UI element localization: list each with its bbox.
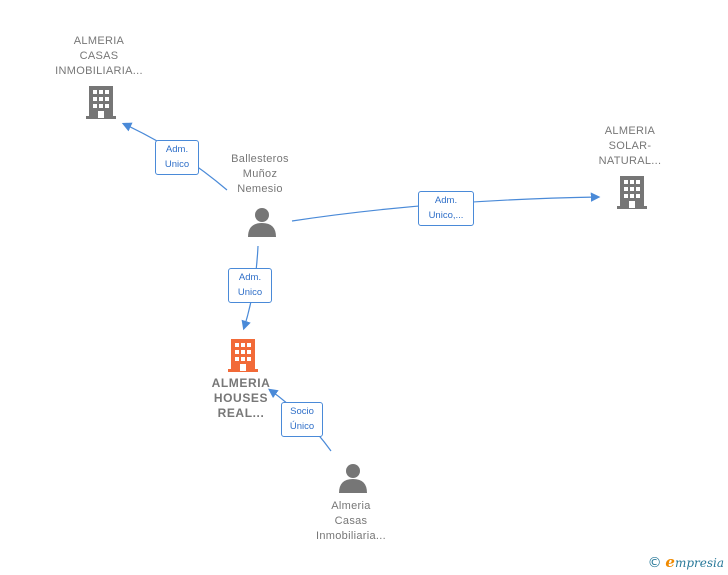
brand-name: mpresia bbox=[674, 556, 724, 570]
node-almeria-houses-company[interactable]: ALMERIA HOUSES REAL... bbox=[196, 376, 286, 421]
building-icon bbox=[228, 339, 258, 372]
node-label: ALMERIA HOUSES REAL... bbox=[211, 376, 271, 420]
person-icon bbox=[248, 208, 276, 237]
node-ballesteros-person[interactable]: Ballesteros Muñoz Nemesio bbox=[204, 152, 316, 197]
node-label: Ballesteros Muñoz Nemesio bbox=[231, 153, 289, 195]
node-label: ALMERIA CASAS INMOBILIARIA... bbox=[55, 35, 143, 77]
node-label: Almeria Casas Inmobiliaria... bbox=[316, 500, 386, 542]
copyright-icon: © bbox=[647, 555, 662, 571]
edge-label-adm-unico-casas[interactable]: Adm. Unico bbox=[155, 140, 199, 175]
brand-e: e bbox=[665, 553, 675, 571]
building-icon bbox=[86, 86, 116, 119]
empresia-credit: © empresia bbox=[648, 553, 724, 571]
node-almeria-casas-person[interactable]: Almeria Casas Inmobiliaria... bbox=[296, 499, 406, 544]
node-almeria-solar-company[interactable]: ALMERIA SOLAR- NATURAL... bbox=[576, 124, 684, 169]
edge-label-socio-unico[interactable]: Socio Único bbox=[281, 402, 323, 437]
edge-label-adm-unico-houses[interactable]: Adm. Unico bbox=[228, 268, 272, 303]
building-icon bbox=[617, 176, 647, 209]
node-label: ALMERIA SOLAR- NATURAL... bbox=[598, 125, 662, 167]
edge-label-adm-unico-solar[interactable]: Adm. Unico,... bbox=[418, 191, 474, 226]
person-icon bbox=[339, 464, 367, 493]
node-almeria-casas-company[interactable]: ALMERIA CASAS INMOBILIARIA... bbox=[40, 34, 158, 79]
